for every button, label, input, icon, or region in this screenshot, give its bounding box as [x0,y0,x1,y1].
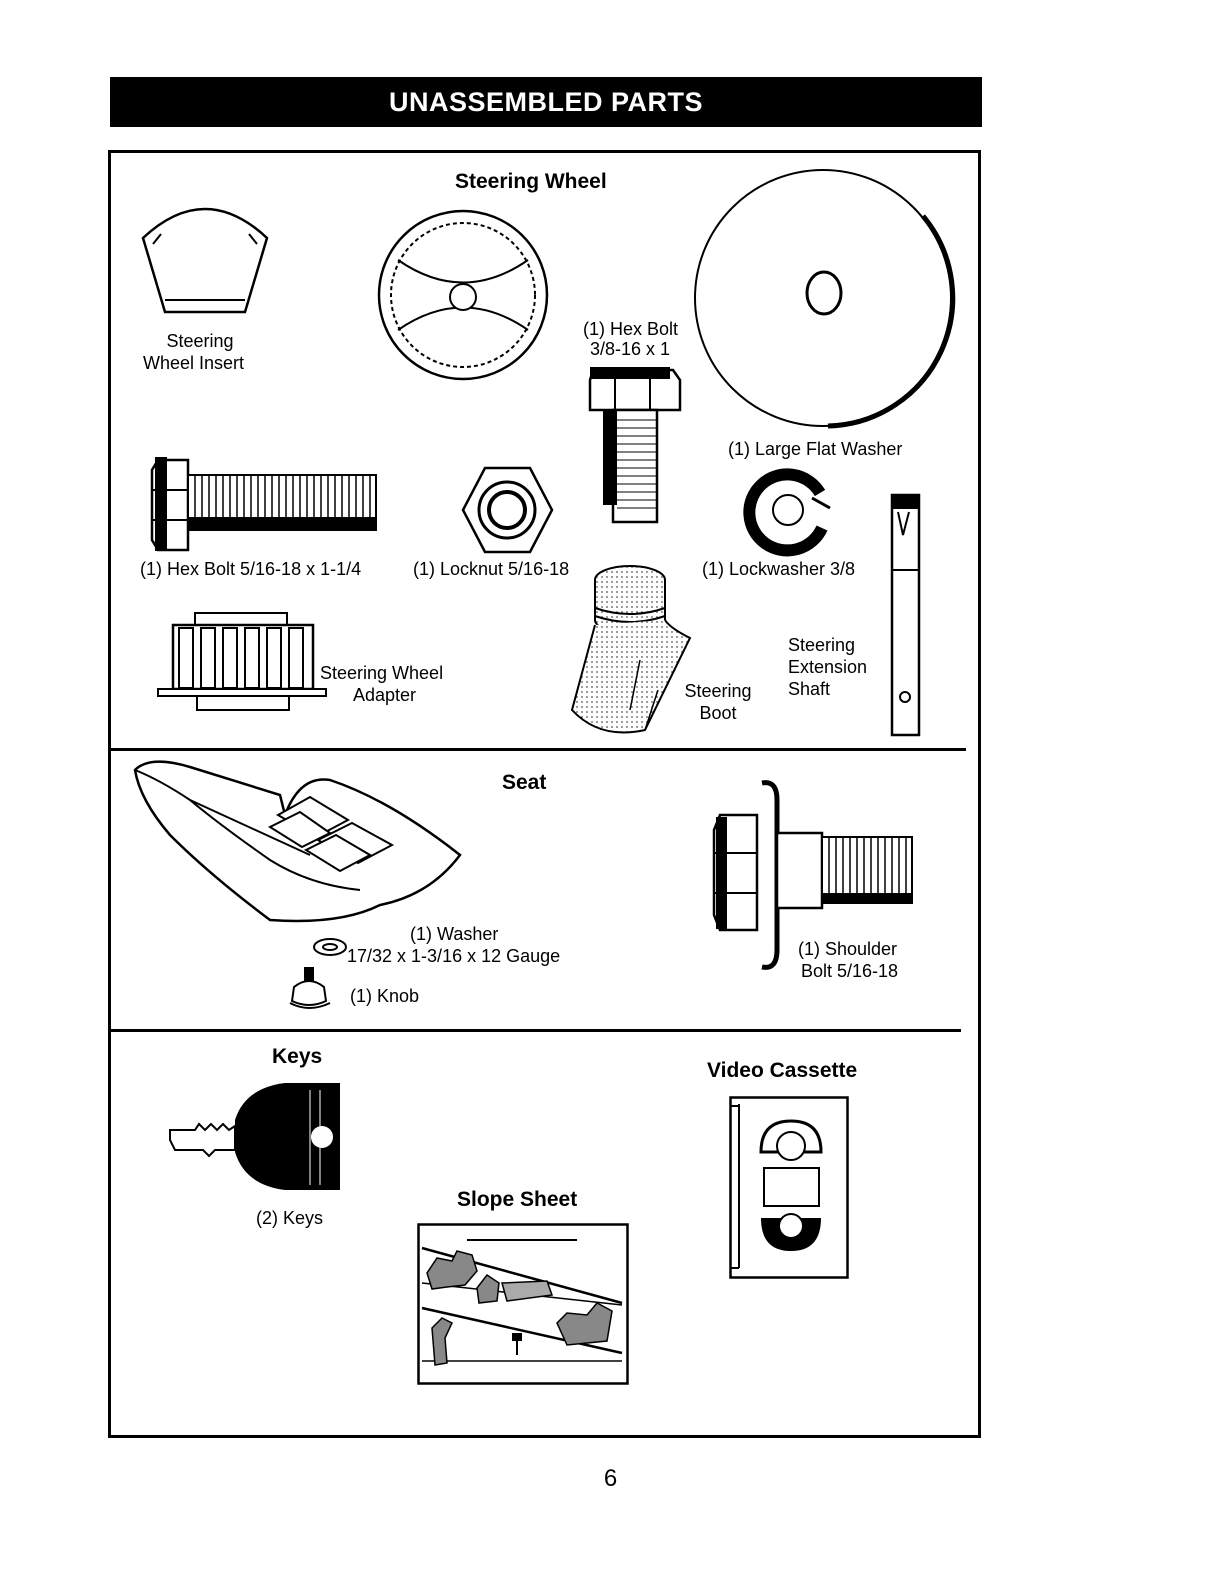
washer-label-line2: 17/32 x 1-3/16 x 12 Gauge [347,946,561,966]
keys-label: (2) Keys [256,1208,324,1228]
boot-label-line2: Boot [699,703,737,723]
steering-wheel-insert-icon [141,207,269,314]
hex-bolt-2-label: (1) Hex Bolt 5/16-18 x 1-1/4 [140,559,362,579]
washer-icon [313,938,347,956]
washer-label-line1: (1) Washer [410,924,499,944]
boot-label-line1: Steering [684,681,752,701]
shoulder-bolt-line1: (1) Shoulder [798,939,898,959]
page-title: UNASSEMBLED PARTS [110,77,982,127]
steering-boot-icon [570,565,692,734]
adapter-label-line1: Steering Wheel [320,663,444,683]
insert-label-line2: Wheel Insert [143,353,245,373]
shaft-label-line2: Extension [788,657,868,677]
knob-label: (1) Knob [350,986,420,1006]
shoulder-bolt-icon [712,780,913,970]
keys-header: Keys [272,1045,323,1068]
parts-frame [108,150,981,1438]
lockwasher-label: (1) Lockwasher 3/8 [702,559,856,579]
video-cassette-icon [729,1096,849,1279]
shaft-label-line1: Steering [788,635,856,655]
shoulder-bolt-line2: Bolt 5/16-18 [801,961,899,981]
page-number: 6 [603,1465,618,1492]
adapter-label-line2: Adapter [353,685,417,705]
hex-bolt-5-16-icon [150,457,377,552]
section-divider-2 [108,1029,961,1032]
section-divider-1 [108,748,966,751]
shaft-label-line3: Shaft [788,679,831,699]
knob-icon [289,967,331,1009]
steering-wheel-adapter-icon [157,612,327,711]
locknut-label: (1) Locknut 5/16-18 [413,559,570,579]
large-washer-label: (1) Large Flat Washer [728,439,903,459]
seat-header: Seat [502,771,547,794]
large-flat-washer-icon [694,169,956,429]
hex-bolt-1-line1: (1) Hex Bolt [583,319,679,339]
seat-icon [133,760,462,923]
steering-wheel-header: Steering Wheel [455,170,607,193]
extension-shaft-icon [890,493,921,737]
hex-bolt-icon [588,367,682,524]
key-icon [169,1083,340,1190]
locknut-icon [461,466,554,554]
steering-wheel-icon [377,209,549,381]
video-cassette-header: Video Cassette [707,1059,858,1082]
slope-sheet-header: Slope Sheet [457,1188,578,1211]
hex-bolt-1-line2: 3/8-16 x 1 [590,339,671,359]
lockwasher-icon [743,468,831,557]
slope-sheet-icon [417,1223,629,1385]
insert-label-line1: Steering [166,331,234,351]
